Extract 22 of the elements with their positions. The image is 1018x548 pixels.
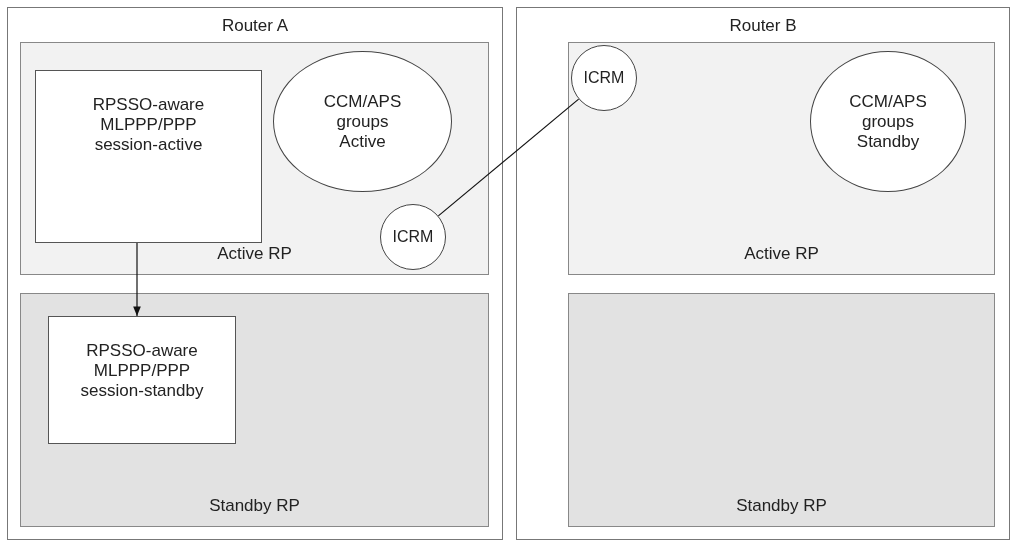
connector-line bbox=[437, 98, 580, 217]
router-title: Router B bbox=[728, 16, 798, 36]
arrow bbox=[133, 242, 141, 317]
node-label: RPSSO-aware MLPPP/PPP session-active bbox=[91, 95, 206, 155]
session-box bbox=[35, 70, 262, 243]
node-label: CCM/APS groups Active bbox=[322, 91, 403, 152]
panel-label: Standby RP bbox=[208, 496, 301, 516]
node-label: CCM/APS groups Standby bbox=[848, 91, 928, 152]
panel-label: Standby RP bbox=[735, 496, 828, 516]
session-box bbox=[48, 316, 236, 444]
panel-label: Active RP bbox=[216, 244, 293, 264]
standby-rp-panel bbox=[568, 293, 995, 527]
active-rp-panel bbox=[20, 42, 489, 275]
panel-label: Active RP bbox=[743, 244, 820, 264]
active-rp-panel bbox=[568, 42, 995, 275]
router-frame bbox=[7, 7, 503, 540]
node-label: ICRM bbox=[582, 68, 626, 88]
router-title: Router A bbox=[220, 16, 290, 36]
router-frame bbox=[516, 7, 1010, 540]
standby-rp-panel bbox=[20, 293, 489, 527]
node-label: ICRM bbox=[391, 227, 435, 247]
node-label: RPSSO-aware MLPPP/PPP session-standby bbox=[79, 341, 205, 401]
